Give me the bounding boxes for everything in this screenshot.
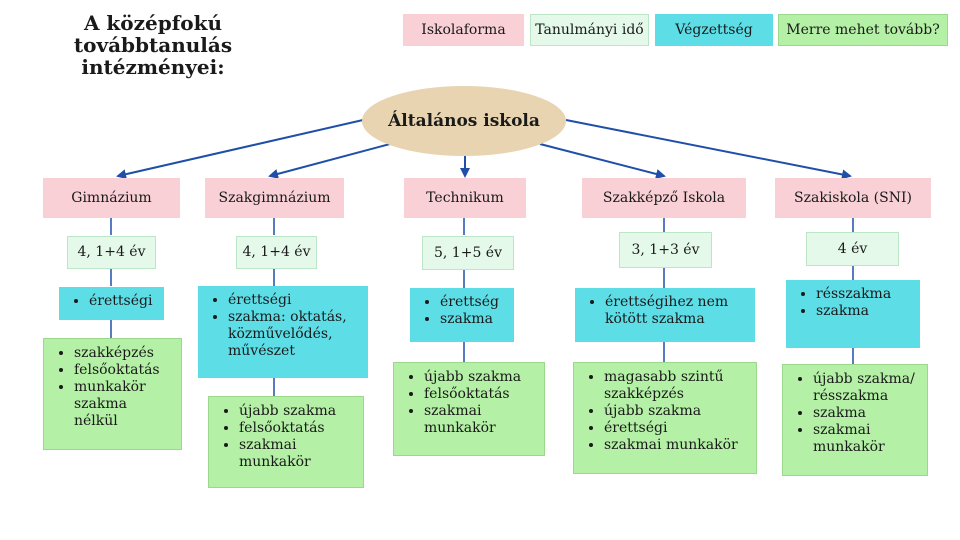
school-szakkepzo-iskola: Szakképző Iskola [582, 178, 746, 218]
next-step-item: szakmai munkakör [424, 403, 534, 437]
qualification-item: szakma [440, 311, 504, 328]
next-step-item: felsőoktatás [74, 362, 171, 379]
next-steps-technikum: újabb szakma felsőoktatás szakmai munkak… [393, 362, 545, 456]
qualification-szakkepzo-iskola: érettségihez nem kötött szakma [575, 288, 755, 342]
next-step-item: szakmai munkakör [813, 422, 917, 456]
next-step-item: magasabb szintű szakképzés [604, 369, 746, 403]
next-step-item: szakmai munkakör [604, 437, 746, 454]
next-steps-szakkepzo-iskola: magasabb szintű szakképzés újabb szakma … [573, 362, 757, 474]
duration-szakiskola-sni: 4 év [806, 232, 899, 266]
school-gimnazium: Gimnázium [43, 178, 180, 218]
duration-szakkepzo-iskola: 3, 1+3 év [619, 232, 712, 268]
legend-qualification: Végzettség [655, 14, 773, 46]
legend-school-type: Iskolaforma [403, 14, 524, 46]
next-step-item: újabb szakma [239, 403, 353, 420]
school-szakiskola-sni: Szakiskola (SNI) [775, 178, 931, 218]
next-step-item: újabb szakma [604, 403, 746, 420]
qualification-item: érettségi [228, 292, 358, 309]
qualification-item: résszakma [816, 286, 910, 303]
qualification-szakiskola-sni: résszakma szakma [786, 280, 920, 348]
school-szakgimnazium: Szakgimnázium [205, 178, 344, 218]
qualification-szakgimnazium: érettségi szakma: oktatás, közművelődés,… [198, 286, 368, 378]
arrow-to-szakgimnazium [268, 143, 391, 179]
next-step-item: érettségi [604, 420, 746, 437]
page-title: A középfokú továbbtanulás intézményei: [73, 11, 233, 79]
next-step-item: újabb szakma/ résszakma [813, 371, 917, 405]
arrow-to-szakkepzo [539, 143, 666, 179]
arrow-to-gimnazium [116, 119, 364, 180]
qualification-item: érettség [440, 294, 504, 311]
duration-gimnazium: 4, 1+4 év [67, 236, 156, 269]
qualification-item: szakma: oktatás, közművelődés, művészet [228, 309, 358, 360]
qualification-item: szakma [816, 303, 910, 320]
qualification-gimnazium: érettségi [59, 287, 164, 320]
qualification-item: érettségihez nem kötött szakma [605, 294, 745, 328]
next-step-item: munkakör szakma nélkül [74, 379, 171, 430]
next-steps-gimnazium: szakképzés felsőoktatás munkakör szakma … [43, 338, 182, 450]
next-step-item: szakmai munkakör [239, 437, 353, 471]
next-step-item: szakképzés [74, 345, 171, 362]
qualification-item: érettségi [89, 293, 154, 310]
legend-next-steps: Merre mehet tovább? [778, 14, 948, 46]
next-step-item: felsőoktatás [424, 386, 534, 403]
next-steps-szakgimnazium: újabb szakma felsőoktatás szakmai munkak… [208, 396, 364, 488]
school-technikum: Technikum [404, 178, 526, 218]
root-node-general-school: Általános iskola [362, 86, 566, 156]
duration-technikum: 5, 1+5 év [422, 236, 514, 270]
legend-study-duration: Tanulmányi idő [530, 14, 649, 46]
arrow-to-szakiskola [565, 119, 852, 180]
next-step-item: újabb szakma [424, 369, 534, 386]
duration-szakgimnazium: 4, 1+4 év [236, 236, 317, 269]
next-steps-szakiskola-sni: újabb szakma/ résszakma szakma szakmai m… [782, 364, 928, 476]
next-step-item: szakma [813, 405, 917, 422]
qualification-technikum: érettség szakma [410, 288, 514, 342]
next-step-item: felsőoktatás [239, 420, 353, 437]
